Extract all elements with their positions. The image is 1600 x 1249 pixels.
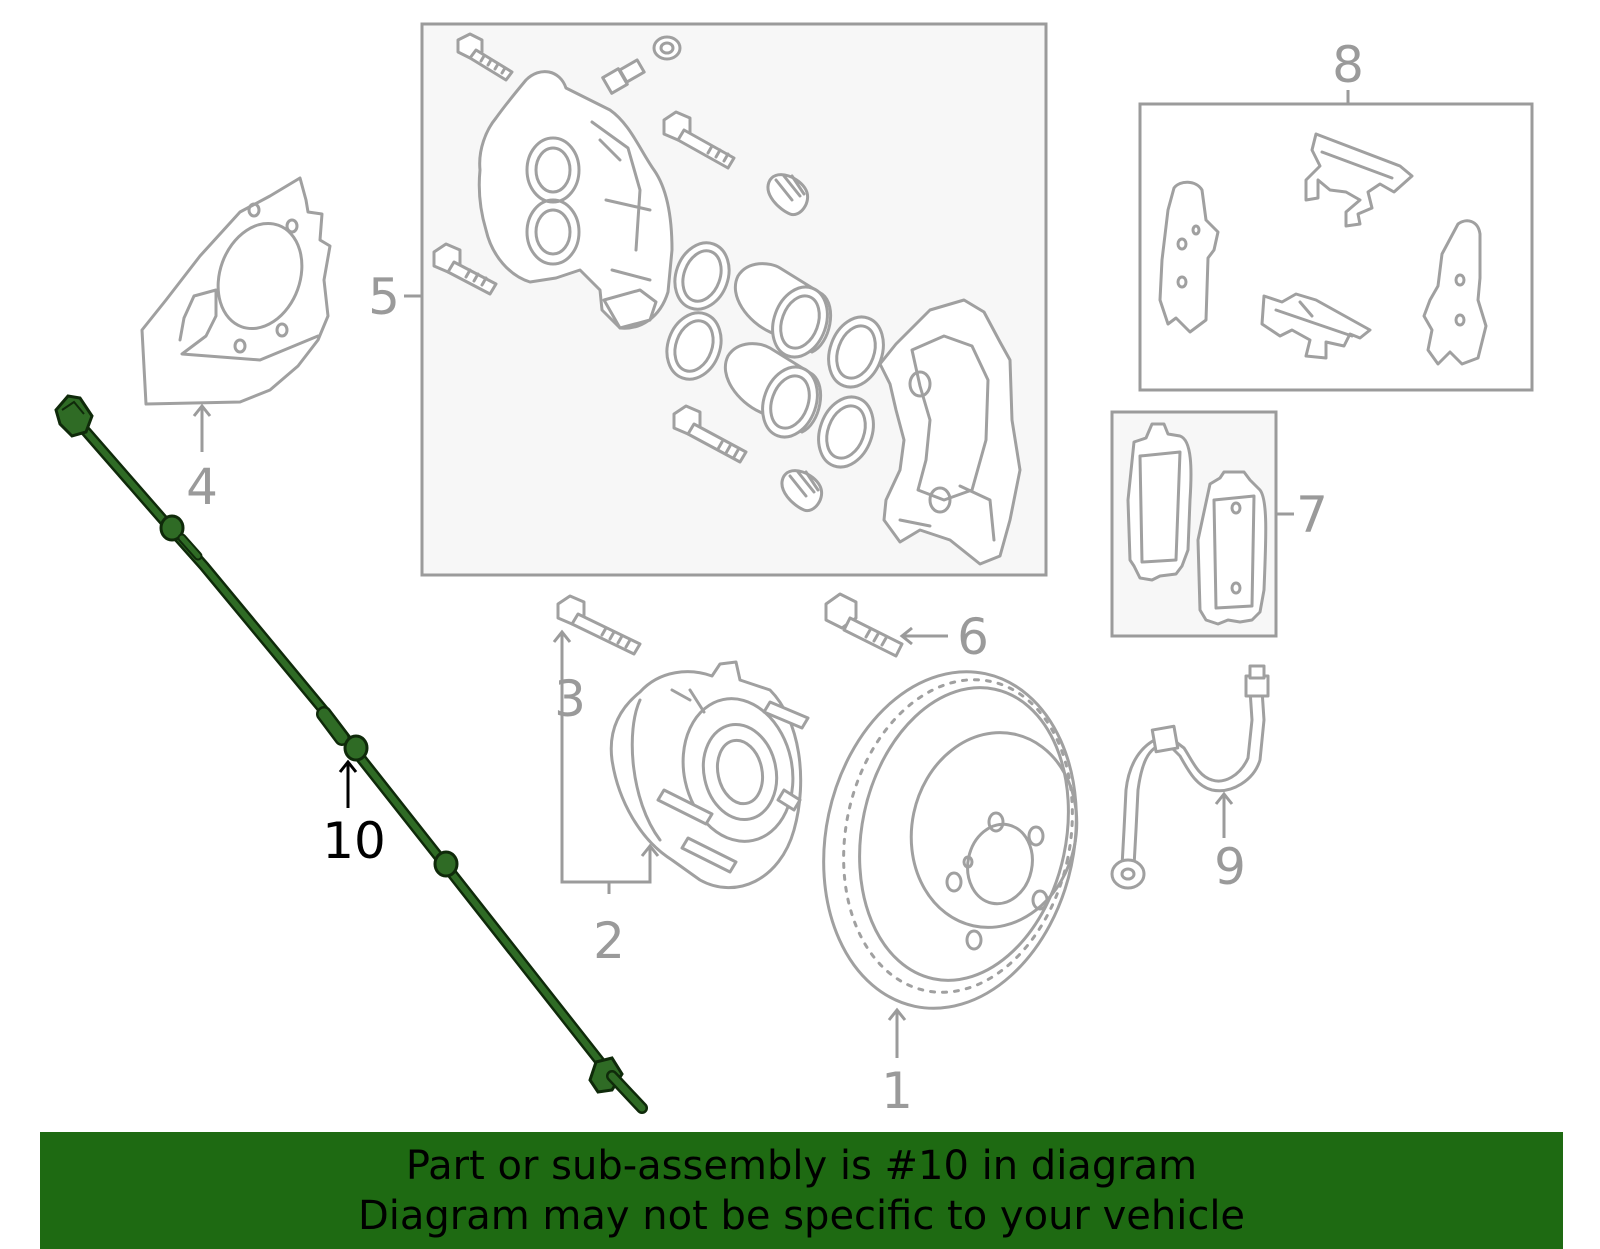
guide-pin-upper (662, 110, 736, 170)
leader-1 (887, 1007, 907, 1058)
bleeder-cap (652, 35, 682, 61)
callout-6: 6 (957, 608, 989, 666)
pin-boot-lower (780, 469, 823, 513)
anti-rattle-clip-bottom (1260, 292, 1372, 360)
cable-grommet-1 (159, 514, 203, 561)
leader-10 (338, 759, 358, 808)
piston-seal-lower (665, 311, 723, 381)
dust-boot-upper (827, 315, 885, 389)
leader-4 (192, 403, 212, 452)
cable-grommet-2 (316, 706, 369, 762)
info-banner: Part or sub-assembly is #10 in diagram D… (40, 1132, 1563, 1249)
brake-rotor (822, 670, 1079, 1010)
callout-4: 4 (186, 458, 218, 516)
callout-2: 2 (593, 912, 625, 970)
cable-grommet-3 (433, 850, 459, 878)
dust-boot-lower (817, 395, 875, 469)
anti-rattle-clip-top (1304, 132, 1414, 228)
pin-boot-upper (766, 173, 809, 217)
callout-1: 1 (881, 1062, 913, 1120)
hub-bearing (609, 660, 810, 890)
callout-8: 8 (1332, 36, 1364, 94)
leader-2 (552, 629, 660, 894)
brake-pad-left (1126, 422, 1193, 582)
banner-line-part-number: Part or sub-assembly is #10 in diagram (405, 1142, 1198, 1189)
callout-10: 10 (322, 812, 386, 870)
caliper-mounting-bolt (824, 592, 904, 658)
callout-3: 3 (554, 670, 586, 728)
caliper-kit-group (420, 22, 1048, 577)
sensor-head (588, 1056, 648, 1114)
leader-lines (192, 90, 1350, 1058)
brake-hose (1110, 664, 1270, 890)
caliper-bolt-left (432, 242, 498, 296)
callout-5: 5 (368, 268, 400, 326)
hub-bolt (556, 594, 642, 656)
piston-upper (733, 262, 833, 359)
splash-shield (140, 176, 332, 406)
brake-pad-group (1110, 410, 1278, 638)
hardware-kit-group (1138, 102, 1534, 392)
brake-pad-right (1196, 470, 1268, 626)
callout-7: 7 (1296, 486, 1328, 544)
abs-wheel-speed-sensor (54, 394, 648, 1114)
piston-lower (723, 342, 823, 439)
shim-right (1422, 219, 1488, 366)
shim-left (1158, 180, 1220, 334)
callout-labels: 1 2 3 4 5 6 7 8 9 10 (186, 36, 1364, 1120)
caliper-housing (477, 70, 674, 330)
banner-line-disclaimer: Diagram may not be specific to your vehi… (357, 1192, 1246, 1239)
guide-pin-lower (672, 404, 748, 464)
bleeder-screw (601, 58, 646, 95)
leader-6 (899, 626, 948, 646)
piston-seal-upper (673, 241, 731, 311)
leader-9 (1214, 791, 1234, 838)
caliper-bolt-top (456, 32, 514, 82)
sensor-connector (54, 394, 94, 438)
caliper-bracket (878, 298, 1022, 566)
callout-9: 9 (1214, 838, 1246, 896)
